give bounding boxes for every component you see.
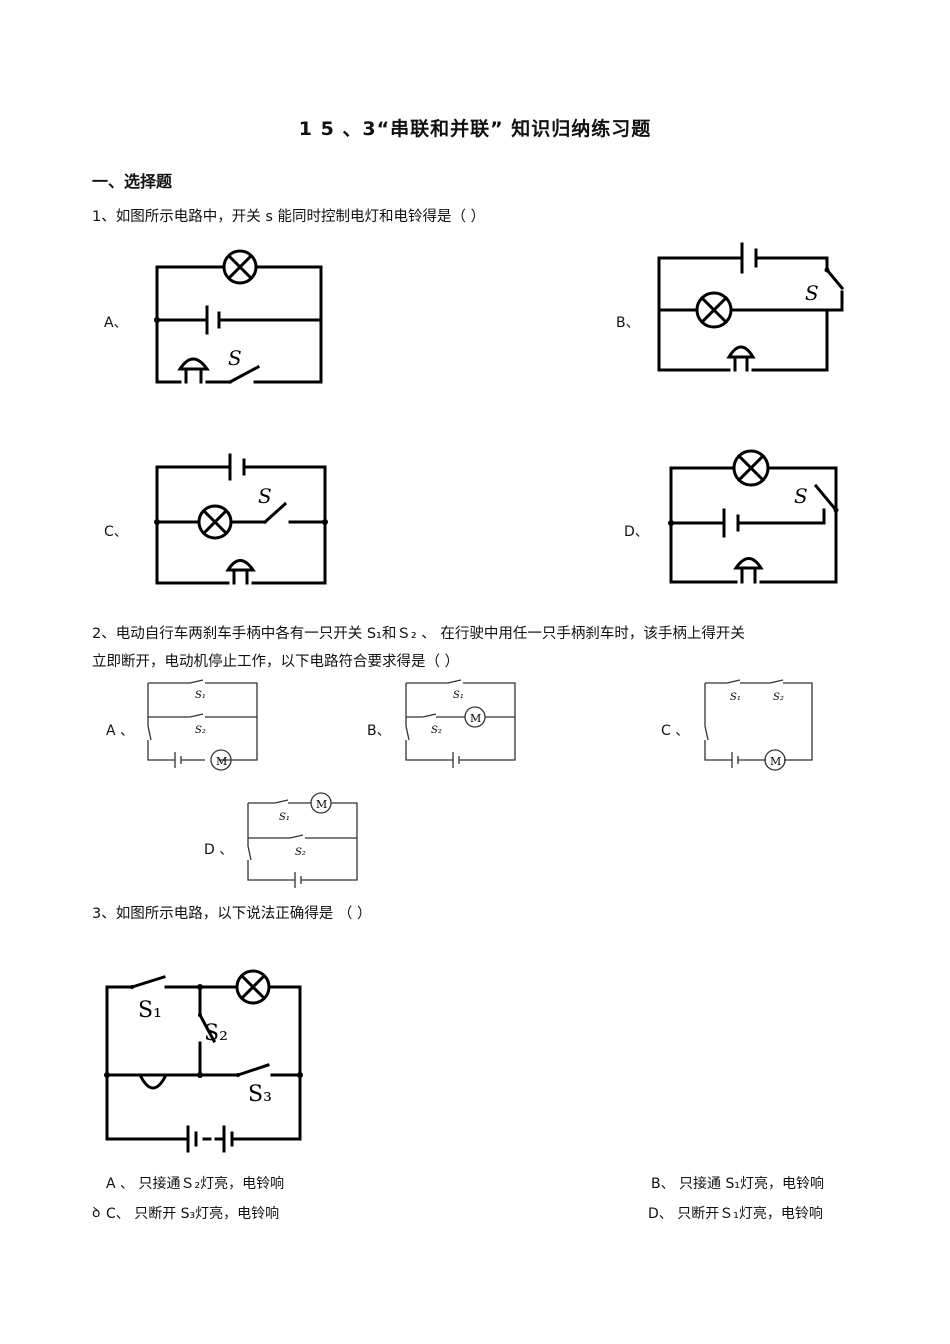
- question-2-line-1: 2、电动自行车两刹车手柄中各有一只开关 S₁和Ｓ₂ 、 在行驶中用任一只手柄刹车…: [92, 626, 745, 642]
- q1d-switch-label: S: [794, 484, 808, 508]
- q1-circuit-d: S: [668, 449, 839, 584]
- q1a-switch-label: S: [228, 346, 242, 370]
- q2b-s1-label: S₁: [453, 690, 464, 701]
- q1-option-d-label: D、: [624, 524, 649, 540]
- q2a-motor-label: M: [216, 755, 227, 768]
- q3-answer-d: D、 只断开Ｓ₁灯亮，电铃响: [648, 1206, 823, 1222]
- q3-answer-a: A 、 只接通Ｓ₂灯亮，电铃响: [106, 1176, 285, 1192]
- q1-option-a-label: A、: [104, 315, 128, 331]
- q2-option-a-label: A 、: [106, 723, 135, 739]
- q2-circuit-a: M S₁ S₂: [147, 679, 258, 771]
- q2a-s1-label: S₁: [195, 690, 206, 701]
- q2-circuit-b: M S₁ S₂: [405, 679, 516, 768]
- q2-option-d-label: D 、: [204, 842, 234, 858]
- q1-option-b-label: B、: [616, 315, 640, 331]
- q2-option-c-label: C 、: [661, 723, 690, 739]
- q2d-motor-label: M: [316, 798, 327, 811]
- q2d-s1-label: S₁: [279, 812, 290, 823]
- q2-option-b-label: B、: [367, 723, 391, 739]
- q1c-switch-label: S: [258, 484, 272, 508]
- q1-circuit-a: S: [154, 249, 323, 385]
- q3-circuit: S₁ S₂ S₃: [104, 969, 303, 1153]
- page-title: 1 5 、3“串联和并联” 知识归纳练习题: [298, 118, 652, 140]
- q3-answer-b: B、 只接通 S₁灯亮，电铃响: [651, 1176, 825, 1192]
- q3-s3-label: S₃: [248, 1082, 272, 1107]
- q1-option-c-label: C、: [104, 524, 128, 540]
- question-2-line-2: 立即断开，电动机停止工作，以下电路符合要求得是（ ）: [92, 654, 460, 670]
- q2d-s2-label: S₂: [295, 847, 306, 858]
- question-3-text: 3、如图所示电路，以下说法正确得是 （ ）: [92, 906, 372, 922]
- section-heading: 一、选择题: [92, 172, 173, 191]
- q3-s2-label: S₂: [204, 1021, 228, 1046]
- q2c-s2-label: S₂: [773, 692, 784, 703]
- q1-circuit-b: S: [657, 242, 845, 372]
- q2b-motor-label: M: [470, 712, 481, 725]
- q1b-switch-label: S: [805, 281, 819, 305]
- q3-answer-c-mark: ꝺ: [92, 1205, 101, 1221]
- q2-circuit-d: M S₁ S₂: [247, 792, 358, 888]
- q1-circuit-c: S: [154, 453, 328, 585]
- question-1-text: 1、如图所示电路中，开关 s 能同时控制电灯和电铃得是（ ）: [92, 209, 486, 225]
- q2a-s2-label: S₂: [195, 725, 206, 736]
- q3-answer-c: C、 只断开 S₃灯亮，电铃响: [106, 1206, 280, 1222]
- q2c-motor-label: M: [770, 755, 781, 768]
- q2b-s2-label: S₂: [431, 725, 442, 736]
- q2c-s1-label: S₁: [730, 692, 741, 703]
- q2-circuit-c: M S₁ S₂: [704, 679, 813, 771]
- q3-s1-label: S₁: [138, 998, 162, 1023]
